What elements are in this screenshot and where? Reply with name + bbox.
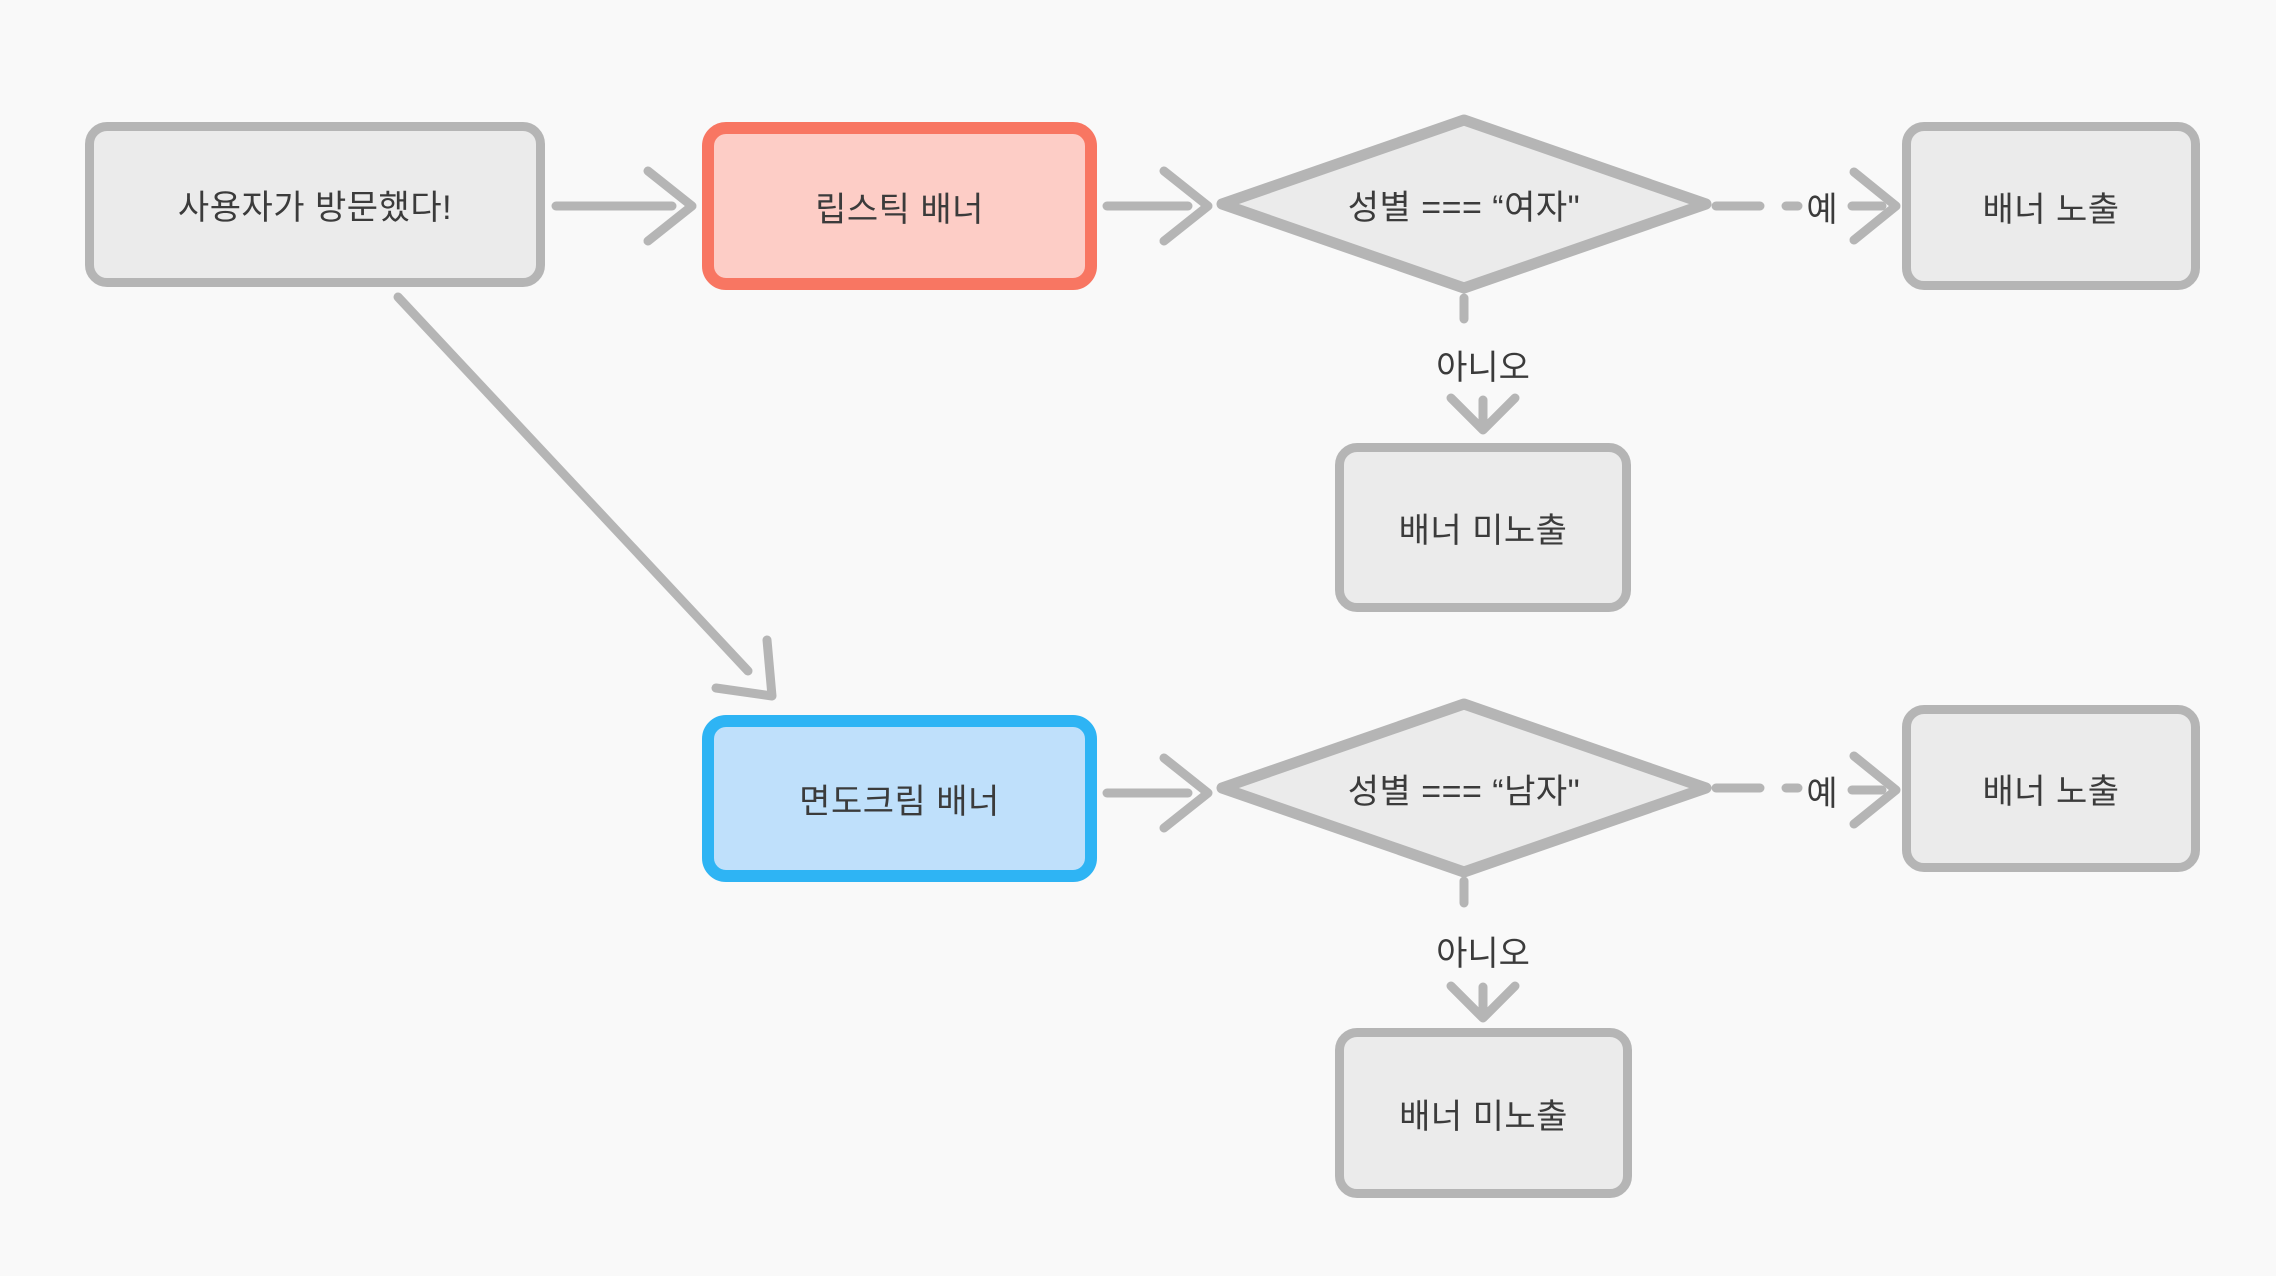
arrowhead-condition1-yes <box>1849 167 1901 245</box>
shaving-condition-diamond-shape <box>1216 698 1712 878</box>
arrowhead-condition2-no <box>1446 981 1520 1023</box>
arrowhead-start-to-shaving <box>711 635 777 701</box>
node-shaving-banner-hide: 배너 미노출 <box>1335 1028 1632 1198</box>
edge-label-lipstick-no: 아니오 <box>1436 348 1530 387</box>
edge-label-shaving-no: 아니오 <box>1436 934 1530 973</box>
arrowhead-condition2-yes <box>1849 751 1901 829</box>
node-lipstick-banner: 립스틱 배너 <box>702 122 1097 290</box>
arrowhead-lipstick-to-condition <box>1159 166 1213 246</box>
node-shaving-condition: 성별 === “남자" <box>1347 772 1581 811</box>
edge-start-to-shaving <box>393 292 753 676</box>
node-start: 사용자가 방문했다! <box>85 122 545 287</box>
node-lipstick-banner-hide: 배너 미노출 <box>1335 443 1631 612</box>
arrowhead-shaving-to-condition <box>1159 753 1213 833</box>
arrowhead-condition1-no <box>1446 393 1520 435</box>
arrowhead-start-to-lipstick <box>643 166 697 246</box>
lipstick-condition-diamond-shape <box>1216 114 1712 294</box>
node-shaving-banner: 면도크림 배너 <box>702 715 1097 882</box>
node-shaving-banner-show: 배너 노출 <box>1902 705 2200 872</box>
edge-label-lipstick-yes: 예 <box>1806 190 1838 229</box>
edge-label-shaving-yes: 예 <box>1806 774 1838 813</box>
node-lipstick-banner-show: 배너 노출 <box>1902 122 2200 290</box>
node-lipstick-condition: 성별 === “여자" <box>1347 188 1581 227</box>
